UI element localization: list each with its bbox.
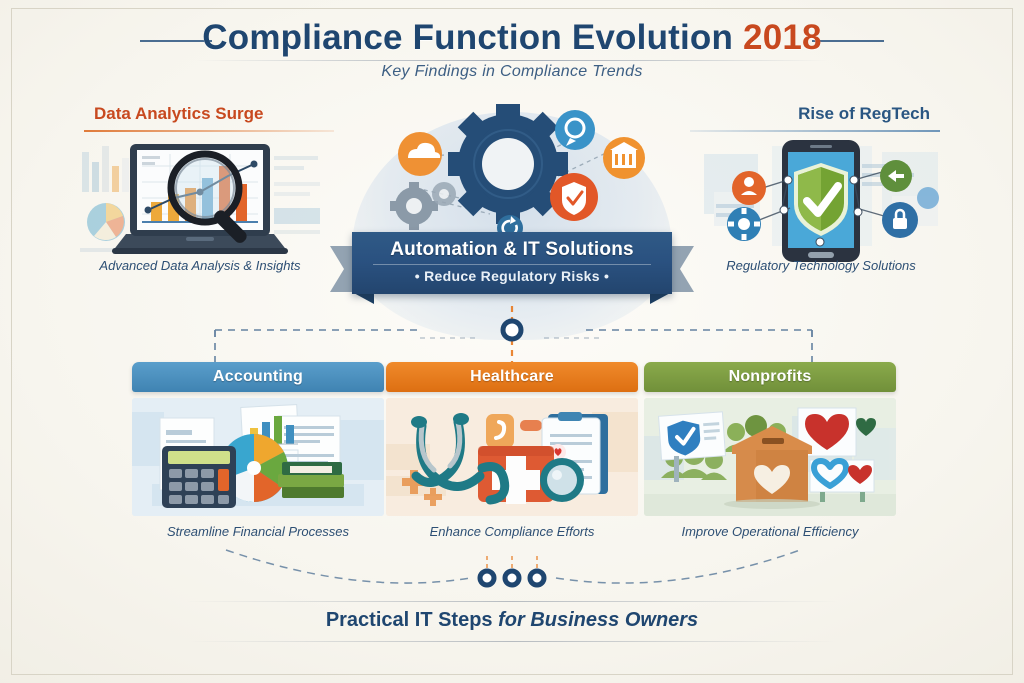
- upload-node-icon: [880, 160, 912, 192]
- left-section-caption: Advanced Data Analysis & Insights: [99, 258, 301, 273]
- title-year-text: 2018: [743, 18, 822, 57]
- chat-search-icon: [555, 110, 595, 150]
- tab-healthcare[interactable]: Healthcare: [386, 362, 638, 392]
- page-subtitle: Key Findings in Compliance Trends: [381, 63, 643, 80]
- automation-banner: Automation & IT Solutions • Reduce Regul…: [330, 228, 694, 304]
- bank-building-icon: [603, 137, 645, 179]
- section-heading-regtech: Rise of RegTech: [798, 104, 930, 123]
- tab-accounting-label: Accounting: [213, 368, 303, 385]
- category-column-accounting: Accounting: [132, 362, 384, 539]
- accounting-caption: Streamline Financial Processes: [166, 524, 350, 539]
- nonprofits-caption: Improve Operational Efficiency: [681, 524, 859, 539]
- border-bottom: [11, 674, 1013, 675]
- footer-node-2: [502, 568, 522, 588]
- category-column-healthcare: Healthcare: [386, 362, 638, 539]
- nonprofit-donation-box-illustration: [644, 398, 896, 516]
- footer-rule-bottom: [186, 641, 838, 642]
- banner-divider: [373, 264, 651, 265]
- tab-healthcare-label: Healthcare: [470, 368, 554, 385]
- lock-node-icon: [882, 202, 918, 238]
- banner-title: Automation & IT Solutions: [390, 239, 634, 260]
- user-lock-icon: [732, 171, 766, 205]
- accounting-documents-calculator-illustration: [132, 398, 384, 516]
- footer-node-3: [527, 568, 547, 588]
- gear-node-icon: [727, 207, 761, 241]
- healthcare-stethoscope-firstaid-illustration: [386, 398, 638, 516]
- footer-rule-top: [186, 601, 838, 602]
- title-main-text: Compliance Function Evolution: [202, 18, 734, 57]
- section-rule-right: [690, 130, 940, 132]
- footer-text-bold: Practical IT Steps: [325, 609, 493, 631]
- automation-gear-cluster: [372, 104, 656, 241]
- footer-text: Practical IT Steps for Business Owners: [0, 609, 1024, 632]
- smartphone-shield-network-illustration: [696, 130, 946, 270]
- border-top: [11, 8, 1013, 9]
- main-gear-icon: [448, 104, 568, 224]
- healthcare-caption: Enhance Compliance Efforts: [429, 524, 595, 539]
- border-left: [11, 8, 12, 675]
- page-title: Compliance Function Evolution 2018: [0, 18, 1024, 58]
- tab-accounting[interactable]: Accounting: [132, 362, 384, 392]
- footer-text-italic: for Business Owners: [498, 609, 699, 631]
- title-underline: [196, 60, 828, 61]
- small-gear-icon: [390, 182, 438, 230]
- tab-nonprofits[interactable]: Nonprofits: [644, 362, 896, 392]
- title-rule-right: [812, 40, 884, 42]
- title-rule-left: [140, 40, 212, 42]
- border-right: [1012, 8, 1013, 675]
- ribbon-body: Automation & IT Solutions • Reduce Regul…: [352, 232, 672, 294]
- small-gear-icon-2: [432, 182, 456, 206]
- section-heading-data-analytics: Data Analytics Surge: [94, 104, 264, 123]
- section-rule-left: [84, 130, 334, 132]
- tab-nonprofits-label: Nonprofits: [728, 368, 812, 385]
- footer-node-1: [477, 568, 497, 588]
- cloud-icon: [398, 132, 442, 176]
- category-column-nonprofits: Nonprofits: [644, 362, 896, 539]
- right-section-caption: Regulatory Technology Solutions: [726, 258, 916, 273]
- banner-subtitle: • Reduce Regulatory Risks •: [414, 268, 610, 284]
- laptop-analytics-illustration: [78, 138, 322, 262]
- shield-check-icon: [550, 173, 598, 221]
